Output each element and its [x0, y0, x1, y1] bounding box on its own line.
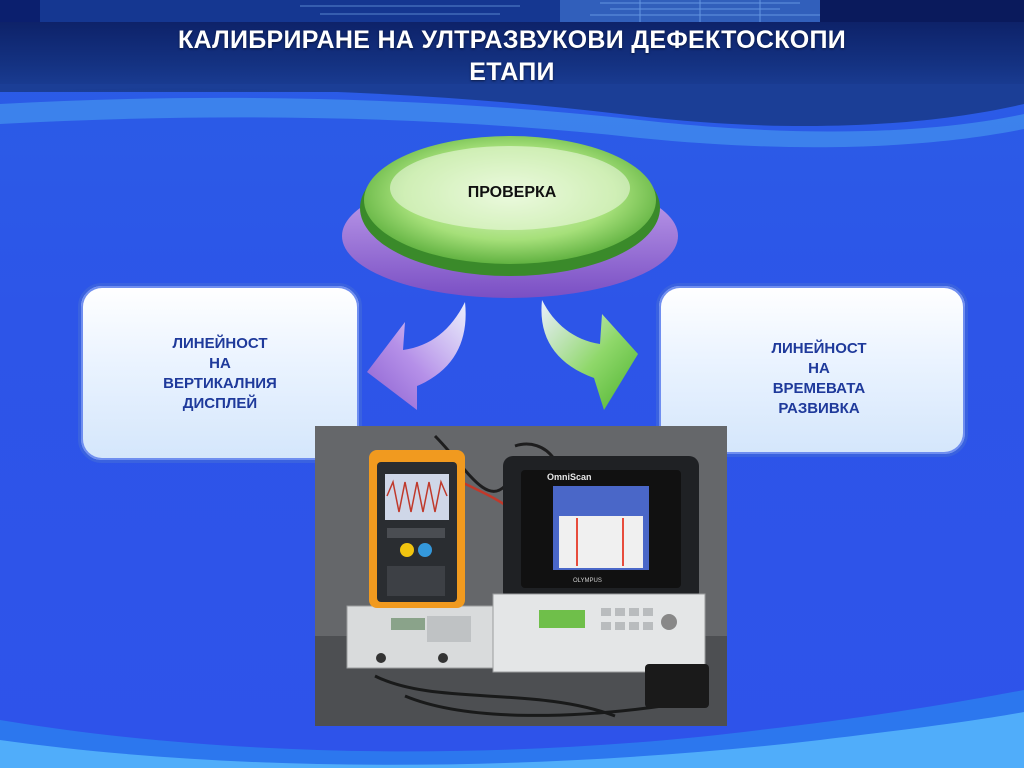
device-maker-text: OLYMPUS [573, 578, 602, 584]
equipment-photo: OmniScan OLYMPUS [315, 426, 727, 726]
title-line-2: ЕТАПИ [469, 58, 555, 86]
arrow-left-icon [367, 302, 466, 410]
circuit-pattern [0, 0, 1024, 22]
center-node-label: ПРОВЕРКА [467, 184, 557, 201]
right-stage-text: ЛИНЕЙНОСТ НА ВРЕМЕВАТА РАЗВИВКА [771, 340, 867, 417]
device-brand-text: OmniScan [547, 472, 592, 482]
right-stage-box: ЛИНЕЙНОСТ НА ВРЕМЕВАТА РАЗВИВКА [656, 283, 968, 457]
top-swoosh [0, 84, 1024, 148]
left-stage-box: ЛИНЕЙНОСТ НА ВЕРТИКАЛНИЯ ДИСПЛЕЙ [78, 283, 362, 463]
center-node-shape [342, 136, 678, 298]
arrow-right-icon [541, 300, 638, 410]
header-band [0, 0, 1024, 92]
slide-title: КАЛИБРИРАНЕ НА УЛТРАЗВУКОВИ ДЕФЕКТОСКОПИ… [0, 24, 1024, 88]
title-line-1: КАЛИБРИРАНЕ НА УЛТРАЗВУКОВИ ДЕФЕКТОСКОПИ [177, 26, 847, 54]
left-stage-text: ЛИНЕЙНОСТ НА ВЕРТИКАЛНИЯ ДИСПЛЕЙ [163, 335, 277, 412]
bottom-swoosh [0, 690, 1024, 768]
